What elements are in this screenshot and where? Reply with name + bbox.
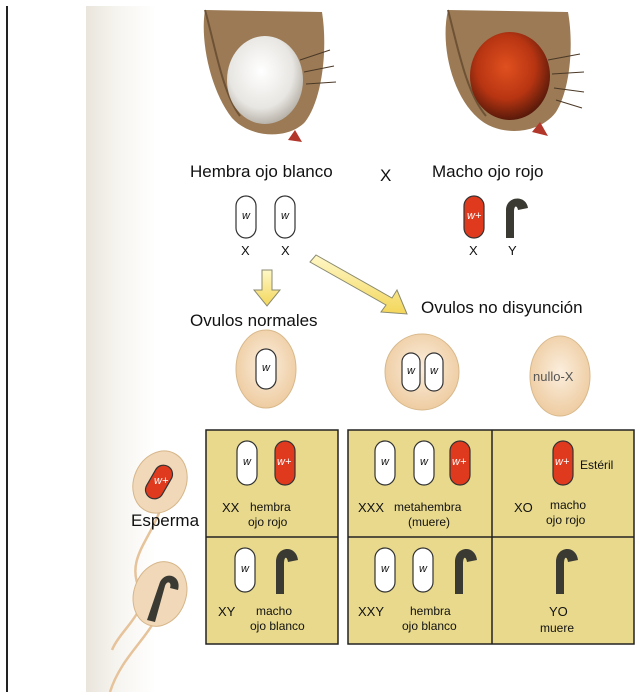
- r2c1-allele-w: w: [241, 563, 249, 575]
- r2c2-phenotype-line1: hembra: [410, 604, 480, 618]
- r2c1-phenotype-line1: macho: [256, 604, 326, 618]
- sperm-label: Esperma: [131, 511, 199, 531]
- r1c2-phenotype-line1: metahembra: [394, 500, 486, 514]
- normal-eggs-label: Ovulos normales: [190, 311, 318, 331]
- r2c1-phenotype-line2: ojo blanco: [250, 619, 330, 633]
- r1c3-sterile-note: Estéril: [580, 458, 630, 472]
- r1c2-allele-w-2: w: [420, 456, 428, 468]
- r1c2-phenotype-line2: (muere): [408, 515, 488, 529]
- nondisjunction-egg: [385, 334, 459, 410]
- male-sex-chromosome-y: Y: [508, 243, 517, 258]
- nondisjunction-eggs-label: Ovulos no disyunción: [421, 298, 583, 318]
- r2c2-allele-w-1: w: [381, 563, 389, 575]
- female-parent-label: Hembra ojo blanco: [190, 162, 333, 182]
- r2c1-genotype: XY: [218, 604, 235, 619]
- normal-egg-allele: w: [262, 362, 270, 374]
- r1c2-allele-w-plus: w+: [452, 456, 466, 468]
- female-allele-1: w: [242, 210, 250, 222]
- white-eye-icon: [227, 36, 303, 124]
- male-allele-x: w+: [467, 210, 481, 222]
- r1c1-allele-w-plus: w+: [277, 456, 291, 468]
- r1c1-phenotype-line1: hembra: [250, 500, 330, 514]
- r2c3-phenotype-line2: muere: [540, 621, 600, 635]
- white-eyed-fly-head: [204, 10, 336, 142]
- arrow-to-normal-eggs: [254, 270, 280, 306]
- r1c3-genotype: XO: [514, 500, 533, 515]
- male-sex-chromosome-x: X: [469, 243, 478, 258]
- y-sperm: [110, 554, 196, 692]
- r1c1-allele-w: w: [243, 456, 251, 468]
- r2c2-phenotype-line2: ojo blanco: [402, 619, 488, 633]
- nullo-x-label: nullo-X: [533, 369, 573, 384]
- r2c2-allele-w-2: w: [419, 563, 427, 575]
- female-sex-chromosome-2: X: [281, 243, 290, 258]
- red-eyed-fly-head: [446, 10, 584, 136]
- r1c2-allele-w-1: w: [381, 456, 389, 468]
- female-sex-chromosome-1: X: [241, 243, 250, 258]
- sperm-x-allele: w+: [154, 475, 168, 487]
- male-y-chromosome: [506, 198, 528, 238]
- cross-symbol: X: [380, 166, 391, 186]
- nondisjunction-allele-1: w: [407, 365, 415, 377]
- male-parent-label: Macho ojo rojo: [432, 162, 544, 182]
- r1c3-phenotype-line2: ojo rojo: [546, 513, 616, 527]
- r1c2-genotype: XXX: [358, 500, 384, 515]
- red-eye-icon: [470, 32, 550, 120]
- r2c2-genotype: XXY: [358, 604, 384, 619]
- r1c3-phenotype-line1: macho: [550, 498, 610, 512]
- r1c1-genotype: XX: [222, 500, 239, 515]
- female-allele-2: w: [281, 210, 289, 222]
- nondisjunction-allele-2: w: [430, 365, 438, 377]
- r1c1-phenotype-line2: ojo rojo: [248, 515, 328, 529]
- arrow-to-nondisjunction-eggs: [310, 255, 407, 314]
- r2c3-genotype: YO: [549, 604, 568, 619]
- r1c3-allele-w-plus: w+: [555, 456, 569, 468]
